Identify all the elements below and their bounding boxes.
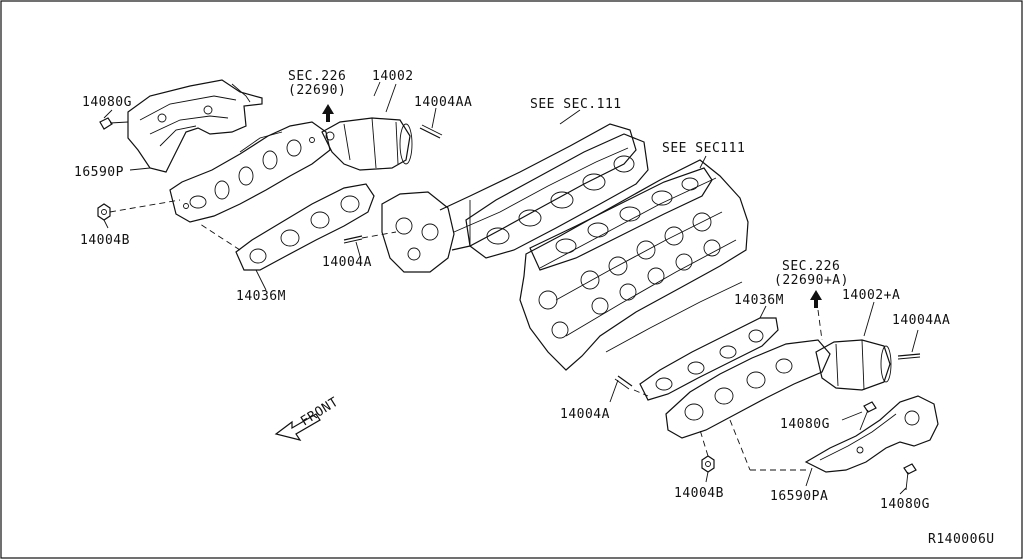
- cylinder-head-left: [381, 123, 637, 273]
- front-arrow: [274, 413, 321, 441]
- head-cover-lower: [529, 167, 713, 271]
- callout-14036m-right: 14036M: [734, 293, 784, 308]
- callout-14080g-right-upper: 14080G: [780, 417, 830, 432]
- heat-shield-left: [127, 79, 263, 173]
- drawing-number: R140006U: [928, 532, 995, 547]
- stud-14004a-left: [343, 235, 363, 244]
- callout-14080g-left: 14080G: [82, 95, 132, 110]
- callout-14004aa-right: 14004AA: [892, 313, 950, 328]
- callout-14036m-left: 14036M: [236, 289, 286, 304]
- intake-upper: [465, 133, 649, 259]
- callout-sec226-left-2: (22690): [288, 83, 346, 98]
- callout-14004b-right: 14004B: [674, 486, 724, 501]
- callout-14002: 14002: [372, 69, 414, 84]
- callout-14080g-right-lower: 14080G: [880, 497, 930, 512]
- nut-14004b-right: [701, 455, 715, 473]
- front-label: FRONT: [298, 395, 341, 430]
- nut-14004b-left: [97, 203, 111, 221]
- section-arrow-left: [322, 104, 334, 122]
- callout-14004a-right: 14004A: [560, 407, 610, 422]
- gasket-right: [639, 317, 779, 401]
- bolt-14080g-right-lower: [903, 463, 917, 491]
- callout-see-sec111-upper: SEE SEC.111: [530, 97, 622, 112]
- stud-14004aa-right: [897, 353, 921, 360]
- callout-14004aa-left: 14004AA: [414, 95, 472, 110]
- callout-14002a: 14002+A: [842, 288, 900, 303]
- callout-16590p: 16590P: [74, 165, 124, 180]
- leader-lines: [103, 81, 919, 495]
- heat-shield-right: [804, 395, 939, 473]
- stud-14004aa-left: [419, 124, 443, 139]
- exhaust-manifold-right: [665, 339, 892, 439]
- callout-sec226-right-1: SEC.226: [782, 259, 840, 274]
- bolt-14080g-left: [99, 117, 129, 130]
- exhaust-manifold-left: [169, 117, 413, 223]
- gasket-left: [235, 183, 375, 271]
- callout-sec226-left-1: SEC.226: [288, 69, 346, 84]
- bolt-14080g-right-upper: [859, 401, 877, 431]
- callout-sec226-right-2: (22690+A): [774, 273, 849, 288]
- section-arrow-right: [810, 290, 822, 308]
- cylinder-head-right: [519, 159, 749, 371]
- callout-14004b-left: 14004B: [80, 233, 130, 248]
- callout-14004a-left: 14004A: [322, 255, 372, 270]
- callout-see-sec111-lower: SEE SEC111: [662, 141, 745, 156]
- callout-16590pa: 16590PA: [770, 489, 828, 504]
